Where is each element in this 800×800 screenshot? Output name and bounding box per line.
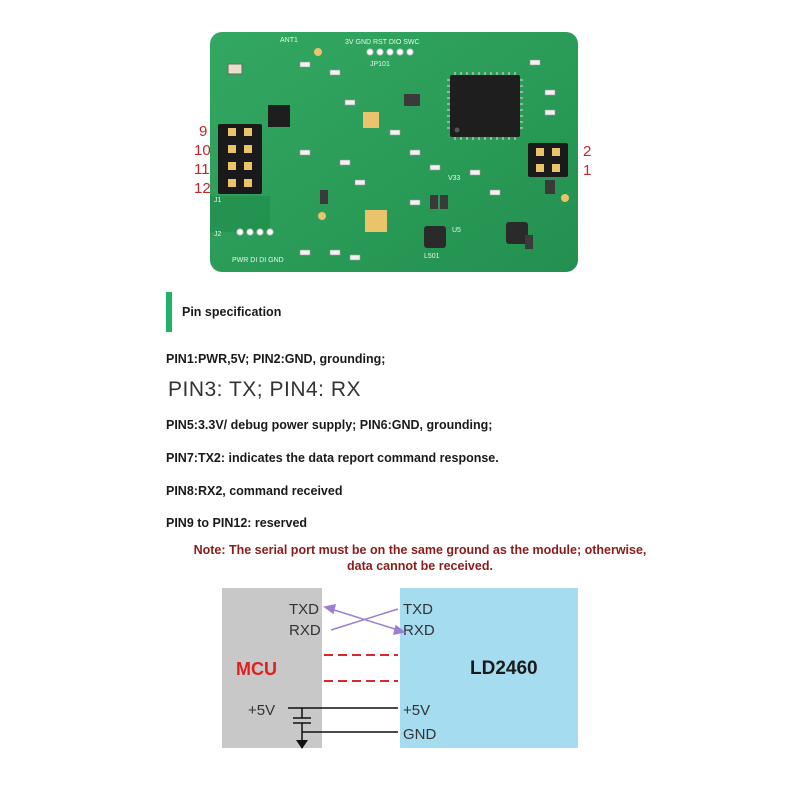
- inductor: [506, 222, 528, 244]
- silk-header-top: 3V GND RST DIO SWC: [345, 39, 420, 46]
- mcu-pin-5v: +5V: [248, 702, 275, 719]
- ground-arrow-icon: [296, 740, 308, 749]
- pin-header-left: [218, 124, 262, 194]
- spec-title: Pin specification: [182, 305, 282, 319]
- pin-label-2: 2: [583, 143, 592, 160]
- small-ic: [268, 105, 290, 127]
- module-pin-rxd: RXD: [403, 622, 435, 639]
- ground-note-line1: Note: The serial port must be on the sam…: [193, 543, 647, 557]
- pin-label-9: 9: [199, 123, 208, 140]
- module-label: LD2460: [470, 658, 538, 679]
- pin-label-12: 12: [194, 180, 211, 197]
- module-pin-5v: +5V: [403, 702, 430, 719]
- mcu-pin-rxd: RXD: [289, 622, 321, 639]
- pin-label-11: 11: [194, 161, 210, 178]
- gold-pad: [365, 210, 387, 232]
- mcu-label: MCU: [236, 659, 277, 679]
- silk-j1: J1: [214, 197, 222, 204]
- mcu-pin-txd: TXD: [289, 601, 319, 618]
- spec-line-pin1-2: PIN1:PWR,5V; PIN2:GND, grounding;: [166, 352, 386, 366]
- pin-label-10: 10: [194, 142, 211, 159]
- pin-label-1: 1: [583, 162, 592, 179]
- silk-ant: ANT1: [280, 37, 298, 44]
- spec-line-pin8: PIN8:RX2, command received: [166, 484, 343, 498]
- ground-note: Note: The serial port must be on the sam…: [140, 542, 700, 574]
- silk-jp: JP101: [370, 61, 390, 68]
- silk-u5: U5: [452, 227, 461, 234]
- silk-j2: J2: [214, 231, 222, 238]
- power-lines: [288, 707, 398, 746]
- dashed-links: [324, 654, 398, 682]
- spec-line-pin5-6: PIN5:3.3V/ debug power supply; PIN6:GND,…: [166, 418, 493, 432]
- spec-line-pin3-4: PIN3: TX; PIN4: RX: [168, 378, 362, 401]
- silk-header-bottom: PWR DI DI GND: [232, 257, 284, 264]
- inductor: [424, 226, 446, 248]
- module-pin-txd: TXD: [403, 601, 433, 618]
- cross-connection: [323, 604, 406, 635]
- silk-v33: V33: [448, 175, 461, 182]
- gold-pad: [363, 112, 379, 128]
- pin-header-right: [528, 143, 568, 177]
- spec-accent-bar: [166, 292, 172, 332]
- main-mcu-chip: [447, 72, 523, 140]
- spec-line-pin7: PIN7:TX2: indicates the data report comm…: [166, 451, 499, 465]
- module-box: [400, 588, 578, 748]
- mcu-box: [222, 588, 322, 748]
- spec-line-pin9-12: PIN9 to PIN12: reserved: [166, 516, 308, 530]
- module-pin-gnd: GND: [403, 726, 437, 743]
- silk-l501: L501: [424, 253, 440, 260]
- pcb-board-illustration: J1 J2 ANT1 JP101 V33 U5 L501 3V GND RST …: [210, 32, 578, 272]
- ground-note-line2: data cannot be received.: [347, 559, 493, 573]
